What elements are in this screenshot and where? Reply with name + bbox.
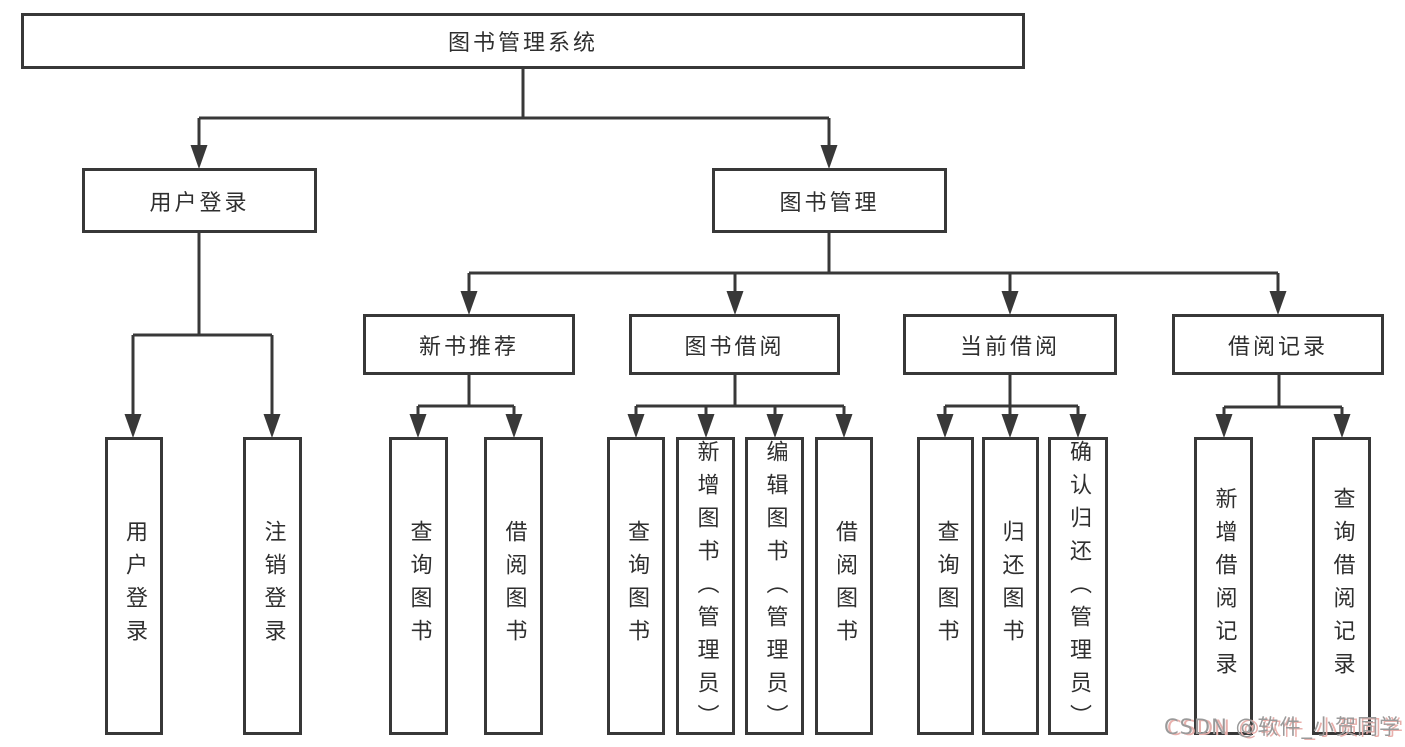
csdn-watermark: CSDN @软件_小贺同学 xyxy=(1163,715,1401,739)
node-label: 归还图书 xyxy=(998,520,1024,652)
node-label: 借阅图书 xyxy=(501,520,527,652)
diagram-node-current-return: 归还图书 xyxy=(982,437,1039,735)
arrowhead-down-icon xyxy=(1001,414,1019,438)
arrowhead-down-icon xyxy=(627,414,645,438)
diagram-node-records-query: 查询借阅记录 xyxy=(1312,437,1371,735)
arrowhead-down-icon xyxy=(726,291,744,315)
node-label: 用户登录 xyxy=(122,520,147,652)
diagram-node-borrow: 图书借阅 xyxy=(629,314,840,375)
arrowhead-down-icon xyxy=(124,414,142,438)
diagram-node-current-query: 查询图书 xyxy=(917,437,974,735)
diagram-node-current: 当前借阅 xyxy=(903,314,1117,375)
diagram-node-borrow-query: 查询图书 xyxy=(607,437,665,735)
diagram-node-root: 图书管理系统 xyxy=(21,13,1025,69)
diagram-node-current-confirm: 确认归还（管理员） xyxy=(1048,437,1108,737)
arrowhead-down-icon xyxy=(263,414,281,438)
arrowhead-down-icon xyxy=(1001,291,1019,315)
arrowhead-down-icon xyxy=(1215,414,1233,438)
arrowhead-down-icon xyxy=(460,291,478,315)
arrowhead-down-icon xyxy=(697,414,715,438)
diagram-node-login-logout: 注销登录 xyxy=(243,437,302,735)
diagram-node-mgmt: 图书管理 xyxy=(712,168,947,233)
arrowhead-down-icon xyxy=(1269,291,1287,315)
arrowhead-down-icon xyxy=(190,145,208,169)
arrowhead-down-icon xyxy=(1069,414,1087,438)
diagram-node-login-login: 用户登录 xyxy=(105,437,163,735)
diagram-node-borrow-edit: 编辑图书（管理员） xyxy=(745,437,804,737)
arrowhead-down-icon xyxy=(766,414,784,438)
node-label: 新书推荐 xyxy=(418,334,519,360)
diagram-node-records-add: 新增借阅记录 xyxy=(1194,437,1253,735)
arrowhead-down-icon xyxy=(835,414,853,438)
node-label: 借阅图书 xyxy=(832,520,857,652)
node-label: 用户登录 xyxy=(149,190,250,216)
arrowhead-down-icon xyxy=(409,414,427,438)
diagram-node-rec: 新书推荐 xyxy=(363,314,575,375)
arrowhead-down-icon xyxy=(820,145,838,169)
node-label: 注销登录 xyxy=(260,520,286,652)
node-label: 查询图书 xyxy=(624,520,649,652)
diagram-node-login: 用户登录 xyxy=(82,168,317,233)
node-label: 当前借阅 xyxy=(959,334,1060,360)
node-label: 查询图书 xyxy=(933,520,959,652)
arrowhead-down-icon xyxy=(1333,414,1351,438)
node-label: 图书借阅 xyxy=(684,334,785,360)
node-label: 确认归还（管理员） xyxy=(1066,440,1091,737)
node-label: 新增图书（管理员） xyxy=(693,440,719,737)
node-label: 新增借阅记录 xyxy=(1211,487,1237,685)
diagram-node-borrow-borrow: 借阅图书 xyxy=(815,437,873,735)
arrowhead-down-icon xyxy=(505,414,523,438)
diagram-node-rec-borrow: 借阅图书 xyxy=(484,437,543,735)
arrowhead-down-icon xyxy=(936,414,954,438)
diagram-node-rec-query: 查询图书 xyxy=(389,437,448,735)
diagram-node-borrow-add: 新增图书（管理员） xyxy=(676,437,735,737)
node-label: 编辑图书（管理员） xyxy=(762,440,788,737)
node-label: 查询图书 xyxy=(406,520,432,652)
node-label: 借阅记录 xyxy=(1227,334,1328,360)
node-label: 查询借阅记录 xyxy=(1329,487,1355,685)
node-label: 图书管理系统 xyxy=(447,31,598,56)
diagram-node-records: 借阅记录 xyxy=(1172,314,1384,375)
node-label: 图书管理 xyxy=(779,190,880,216)
